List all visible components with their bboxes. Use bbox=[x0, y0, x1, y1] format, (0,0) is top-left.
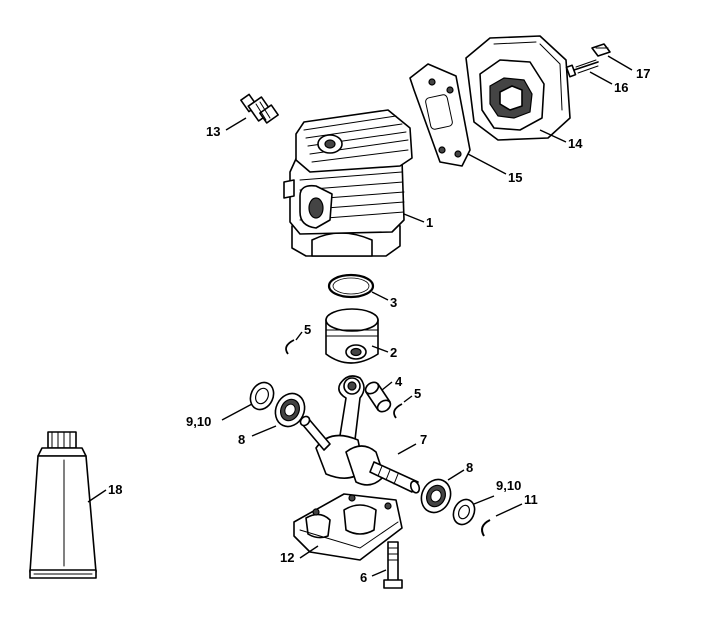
part-label-muffler: 14 bbox=[568, 136, 583, 151]
part-label-crankcase-half: 12 bbox=[280, 550, 294, 565]
part-label-piston: 2 bbox=[390, 345, 397, 360]
muffler-drawing bbox=[465, 35, 571, 141]
snap-ring-right-drawing bbox=[393, 403, 403, 419]
ball-bearing-left-drawing bbox=[274, 392, 306, 428]
part-label-snap-ring-right: 5 bbox=[414, 386, 421, 401]
crankshaft-drawing bbox=[299, 375, 421, 494]
part-label-muffler-screw: 16 bbox=[614, 80, 628, 95]
leader-13 bbox=[225, 117, 247, 131]
muffler-screw-drawing bbox=[565, 59, 599, 78]
part-label-ball-bearing-right: 8 bbox=[466, 460, 473, 475]
leader-2 bbox=[371, 345, 389, 353]
decompression-valve-drawing bbox=[240, 93, 279, 124]
part-label-spacer-sleeve: 17 bbox=[636, 66, 650, 81]
oil-seal-left-drawing bbox=[249, 381, 275, 411]
part-label-snap-ring-left: 5 bbox=[304, 322, 311, 337]
part-label-decompression-valve: 13 bbox=[206, 124, 220, 139]
leader-5-left bbox=[295, 331, 303, 341]
spacer-sleeve-drawing bbox=[591, 43, 611, 57]
part-label-sealant-tube: 18 bbox=[108, 482, 122, 497]
leader-lines bbox=[87, 55, 633, 577]
sealant-tube-drawing bbox=[29, 431, 97, 579]
part-label-oil-seal-left: 9,10 bbox=[186, 414, 211, 429]
leader-11 bbox=[495, 503, 523, 517]
part-label-cylinder: 1 bbox=[426, 215, 433, 230]
part-label-screw: 6 bbox=[360, 570, 367, 585]
part-label-piston-ring: 3 bbox=[390, 295, 397, 310]
piston-drawing bbox=[325, 308, 379, 364]
part-label-circlip: 11 bbox=[524, 492, 538, 507]
oil-seal-right-drawing bbox=[452, 498, 476, 526]
snap-ring-left-drawing bbox=[285, 339, 295, 355]
leader-8-right bbox=[447, 469, 465, 481]
circlip-drawing bbox=[481, 519, 491, 537]
leader-8-left bbox=[251, 425, 277, 437]
leader-6 bbox=[371, 569, 387, 577]
leader-17 bbox=[607, 55, 633, 71]
leader-9-10-left bbox=[221, 403, 253, 421]
leader-18 bbox=[87, 489, 107, 503]
leader-1 bbox=[403, 213, 425, 223]
part-label-oil-seal-right: 9,10 bbox=[496, 478, 521, 493]
cylinder-drawing bbox=[283, 109, 413, 257]
part-label-piston-pin: 4 bbox=[395, 374, 403, 389]
part-label-gasket: 15 bbox=[508, 170, 522, 185]
leader-16 bbox=[589, 71, 613, 85]
gasket-drawing bbox=[409, 63, 471, 167]
crankcase-half-drawing bbox=[293, 493, 403, 561]
screw-drawing bbox=[383, 541, 403, 589]
piston-pin-drawing bbox=[364, 381, 392, 413]
part-label-ball-bearing-left: 8 bbox=[238, 432, 245, 447]
piston-ring-drawing bbox=[327, 273, 375, 299]
leader-5-right bbox=[403, 395, 413, 403]
part-label-crankshaft: 7 bbox=[420, 432, 427, 447]
leader-3 bbox=[371, 291, 389, 301]
leader-14 bbox=[539, 129, 567, 143]
leader-7 bbox=[397, 443, 417, 455]
part-labels: 1 2 3 4 5 5 6 7 8 8 9,10 9,10 11 12 13 1… bbox=[108, 66, 650, 585]
leader-12 bbox=[299, 545, 319, 559]
leader-4 bbox=[381, 381, 393, 391]
ball-bearing-right-drawing bbox=[420, 478, 452, 514]
leader-9-10-right bbox=[473, 495, 495, 505]
leader-15 bbox=[467, 153, 507, 175]
